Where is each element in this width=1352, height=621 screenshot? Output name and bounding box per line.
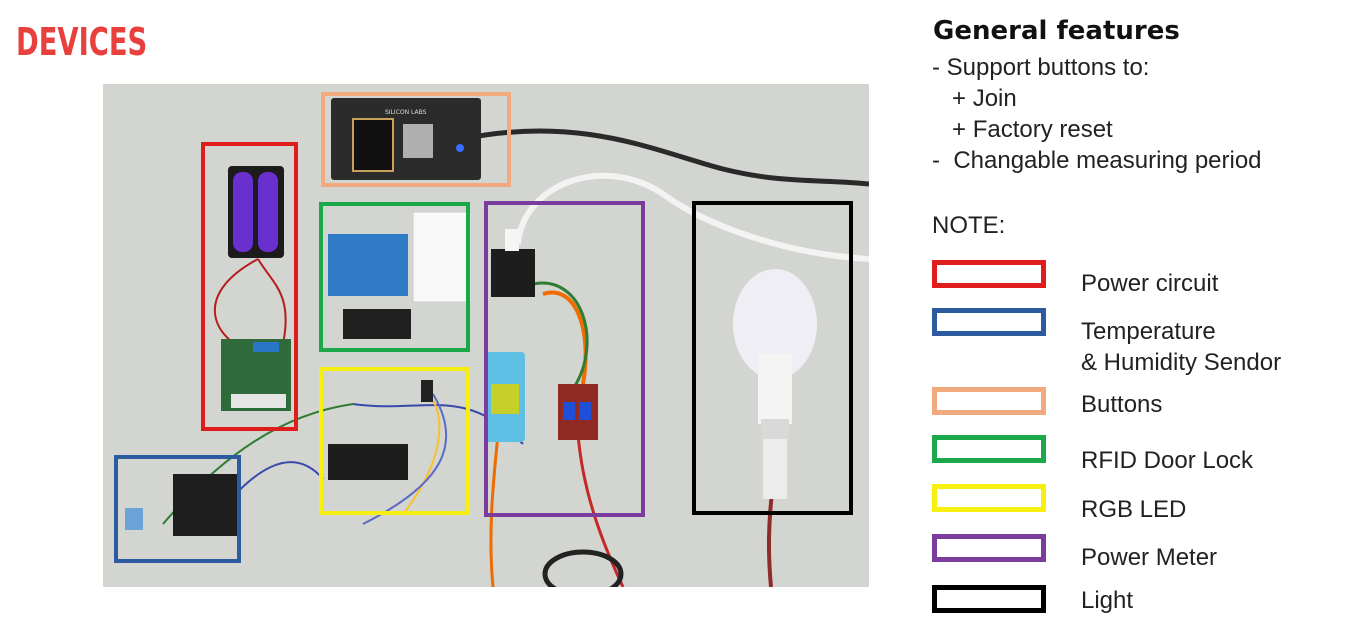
legend-swatch: [932, 435, 1046, 463]
legend-label: RFID Door Lock: [1081, 447, 1254, 474]
legend-label: Light: [1081, 587, 1134, 614]
legend-swatch: [932, 484, 1046, 512]
feature-line: - Changable measuring period: [932, 147, 1262, 174]
feature-line: - Support buttons to:: [932, 54, 1150, 81]
legend-label: RGB LED: [1081, 496, 1187, 523]
legend-swatch: [932, 260, 1046, 288]
legend-swatch: [932, 387, 1046, 415]
legend-label: Buttons: [1081, 391, 1163, 418]
page-title: DEVICES: [16, 20, 148, 64]
board-label: SILICON LABS: [385, 109, 427, 116]
legend-label: Power Meter: [1081, 544, 1218, 571]
feature-line: + Join: [932, 85, 1017, 112]
legend-swatch: [932, 308, 1046, 336]
legend-swatch: [932, 534, 1046, 562]
legend-label-line2: & Humidity Sendor: [1081, 349, 1282, 376]
feature-line: + Factory reset: [932, 116, 1113, 143]
note-label: NOTE:: [932, 212, 1006, 239]
legend-label: Power circuit: [1081, 270, 1219, 297]
legend-swatch: [932, 585, 1046, 613]
devices-photo: SILICON LABS: [103, 84, 869, 587]
legend-label: Temperature: [1081, 318, 1216, 345]
general-features: General features - Support buttons to: +…: [932, 14, 1347, 176]
features-heading: General features: [933, 16, 1180, 46]
